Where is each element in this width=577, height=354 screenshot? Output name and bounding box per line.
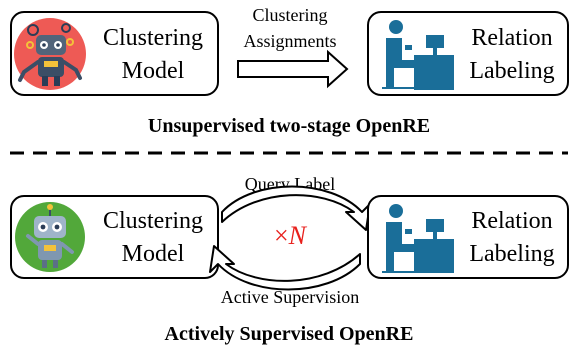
active-learning-cycle: Query Label ×N Active Supervision — [209, 174, 371, 307]
bottom-relation-label-line1: Relation — [471, 208, 552, 234]
top-relation-label-line1: Relation — [471, 25, 552, 51]
arrow-label-line1: Clustering — [253, 5, 328, 25]
arrow-label-line2: Assignments — [243, 31, 336, 51]
person-at-desk-icon — [382, 20, 454, 90]
iteration-var: N — [288, 221, 308, 250]
friendly-robot-icon — [15, 202, 85, 272]
iteration-prefix: × — [274, 221, 289, 250]
clustering-assignments-arrow: Clustering Assignments — [237, 5, 349, 89]
bottom-relation-labeling-box: Relation Labeling — [367, 195, 569, 279]
top-relation-label-line2: Labeling — [469, 58, 554, 84]
iteration-count: ×N — [274, 221, 308, 250]
bottom-section: Clustering Model Query Label ×N Active S… — [10, 174, 569, 345]
top-section: Clustering Model Clustering Assignments … — [10, 5, 569, 137]
bottom-clustering-label-line1: Clustering — [103, 208, 203, 234]
top-relation-labeling-box: Relation Labeling — [367, 11, 569, 96]
top-clustering-label-line2: Model — [122, 58, 185, 84]
bottom-clustering-label-line2: Model — [122, 241, 185, 267]
bottom-caption: Actively Supervised OpenRE — [165, 323, 414, 345]
bottom-relation-label-line2: Labeling — [469, 241, 554, 267]
supervision-arrow — [209, 245, 361, 291]
bottom-clustering-model-box: Clustering Model — [10, 195, 219, 279]
person-at-desk-icon — [382, 204, 454, 273]
top-clustering-model-box: Clustering Model — [10, 11, 219, 96]
supervision-label: Active Supervision — [221, 287, 359, 307]
gear-headed-robot-icon — [14, 18, 86, 90]
top-clustering-label-line1: Clustering — [103, 25, 203, 51]
top-caption: Unsupervised two-stage OpenRE — [148, 115, 430, 137]
